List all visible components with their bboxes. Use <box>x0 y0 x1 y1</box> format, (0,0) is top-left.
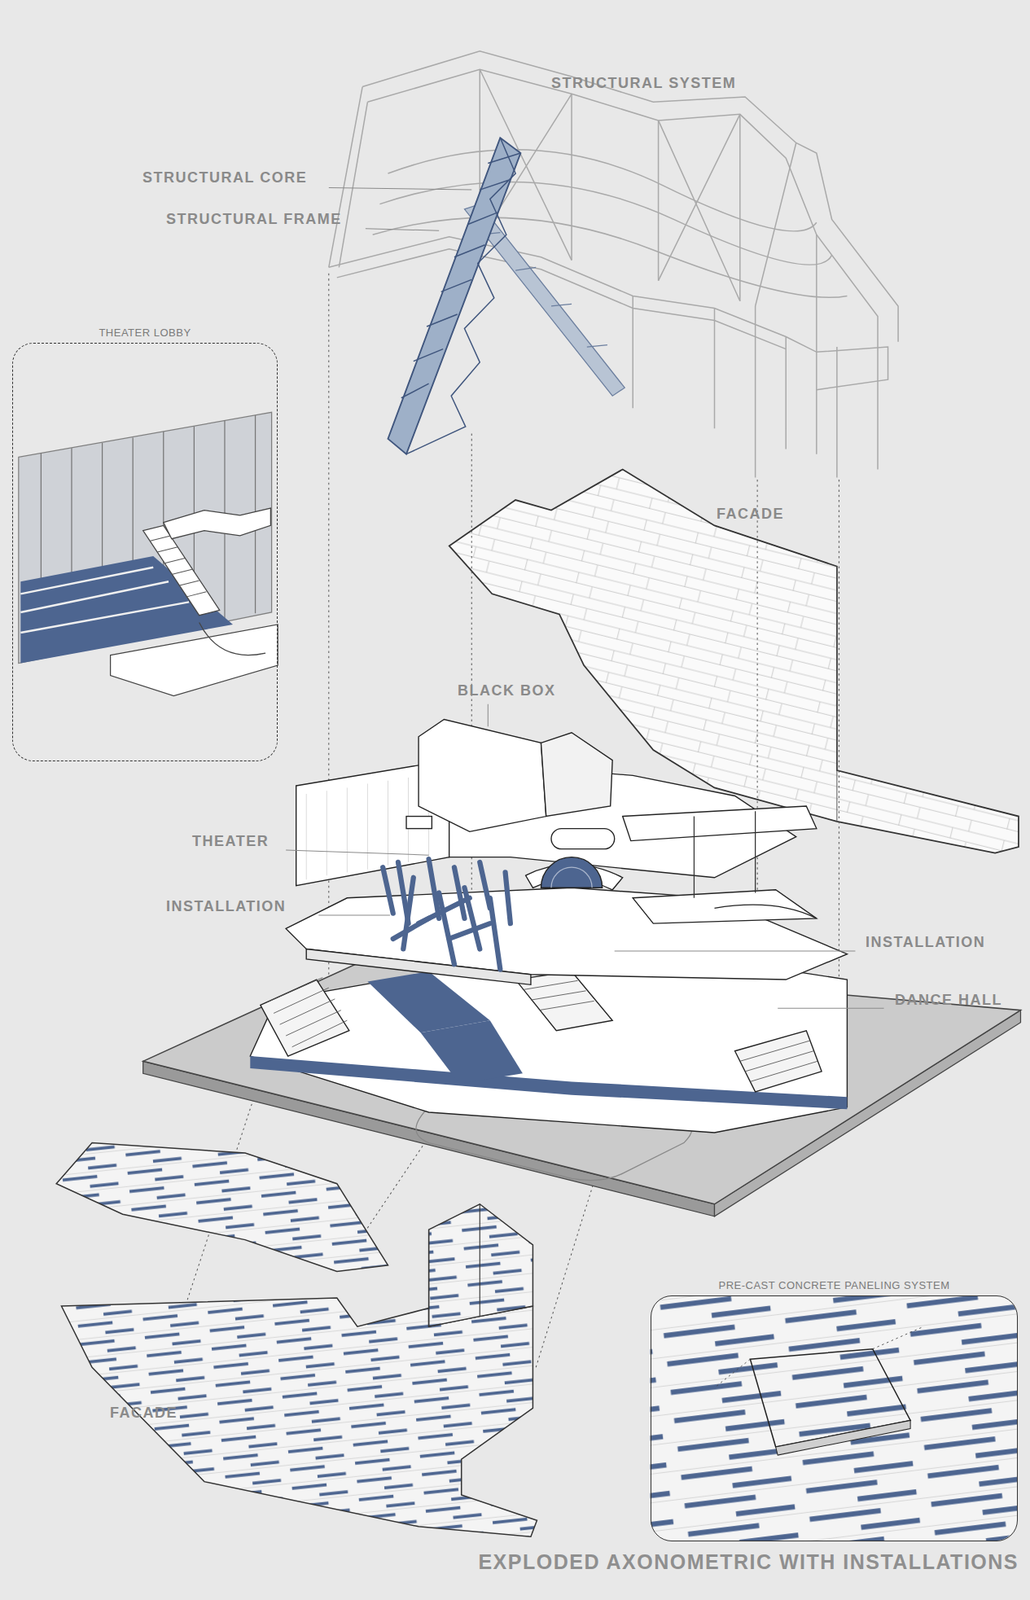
structural-core <box>387 137 521 454</box>
building-mass-part <box>551 828 615 850</box>
part-label: FACADE <box>716 505 785 523</box>
part-label: STRUCTURAL FRAME <box>166 210 342 228</box>
installation-bars-part <box>393 918 430 939</box>
theater-lobby-illustration <box>18 412 278 696</box>
building-mass-part <box>551 867 592 888</box>
part-label: THEATER <box>192 832 269 851</box>
structural-frame <box>328 51 899 478</box>
lower-facade-part <box>61 1297 537 1537</box>
installation-bars-part <box>449 923 491 939</box>
building-mass-part <box>693 810 755 899</box>
inset-border <box>12 342 278 762</box>
building-mass-part <box>740 1040 818 1082</box>
precast-panel-illustration-part <box>714 1326 924 1388</box>
theater-lobby-illustration-part <box>149 535 206 597</box>
guide-line-part <box>328 273 329 1006</box>
installation-bars-part <box>438 893 455 965</box>
part-label: STRUCTURAL CORE <box>142 169 307 187</box>
installation-bars-part <box>429 859 440 919</box>
lower-facade <box>56 1143 537 1538</box>
theater-lobby-illustration-part <box>20 567 189 633</box>
structural-frame-part <box>714 307 786 449</box>
theater-lobby-illustration-part <box>143 525 220 615</box>
part-label: STRUCTURAL SYSTEM <box>551 74 737 93</box>
lower-facade-part <box>56 1143 388 1272</box>
installation-bars-part <box>490 898 501 970</box>
installation-bars-part <box>403 877 414 950</box>
precast-panel-illustration-part <box>775 1420 911 1456</box>
theater-lobby-illustration-part <box>199 622 266 655</box>
building-mass-part <box>249 959 847 1133</box>
upper-facade-part <box>836 566 838 822</box>
installation-bars <box>382 859 511 969</box>
inset-heading: THEATER LOBBY <box>12 326 278 340</box>
structural-core-part <box>401 137 522 454</box>
leader-line-part <box>285 850 429 855</box>
structural-frame-part <box>479 69 878 478</box>
precast-panel-illustration <box>650 1296 1018 1542</box>
part-label: INSTALLATION <box>865 933 986 952</box>
theater-lobby-illustration-part <box>18 412 272 663</box>
building-mass <box>249 718 847 1133</box>
leader-line <box>285 188 884 1009</box>
building-mass-part <box>540 857 602 889</box>
building-mass-part <box>735 1030 823 1092</box>
structural-frame-part <box>372 217 848 298</box>
theater-lobby-illustration-part <box>110 624 279 697</box>
building-mass-part <box>367 971 490 1033</box>
structural-frame-part <box>337 249 786 350</box>
installation-bars-part <box>382 867 394 913</box>
building-mass-part <box>540 732 613 817</box>
part-label: DANCE HALL <box>894 991 1003 1009</box>
precast-panel-illustration-part <box>650 1296 1018 1542</box>
leader-line-part <box>777 1008 884 1009</box>
structural-frame-part <box>328 87 369 268</box>
part-label: INSTALLATION <box>166 898 286 916</box>
leader-line-part <box>365 228 439 232</box>
guide-line-part <box>471 433 473 965</box>
inset-border <box>650 1295 1018 1542</box>
lower-facade-part <box>429 1204 481 1327</box>
lower-facade-part <box>429 1204 534 1327</box>
inset-heading: PRE-CAST CONCRETE PANELING SYSTEM <box>650 1279 1018 1293</box>
leader-line-part <box>614 950 856 952</box>
building-mass-part <box>418 718 547 832</box>
part-label: FACADE <box>109 1404 178 1422</box>
inset-panel: PRE-CAST CONCRETE PANELING SYSTEM <box>650 1279 1018 1542</box>
part-label: BLACK BOX <box>457 682 557 700</box>
installation-bars-part <box>454 867 465 919</box>
building-mass-part <box>522 980 595 1010</box>
building-mass-part <box>260 979 350 1057</box>
diagram-title: EXPLODED AXONOMETRIC WITH INSTALLATIONS <box>477 1550 1019 1574</box>
theater-lobby-illustration-part <box>163 508 272 540</box>
building-mass-part <box>420 1020 523 1084</box>
inset-panel: THEATER LOBBY <box>12 326 278 762</box>
structural-core-part <box>387 137 521 454</box>
structural-frame-part <box>379 181 832 265</box>
building-mass-part <box>714 904 816 919</box>
structural-frame-leg-part <box>479 232 608 347</box>
leader-line-part <box>328 188 472 191</box>
leader-line-part <box>318 915 391 917</box>
building-mass-part <box>622 806 817 842</box>
guide-line-part <box>838 479 840 1031</box>
installation-bars-part <box>505 872 511 924</box>
leader-line-part <box>487 704 489 728</box>
building-mass-part <box>267 977 348 1048</box>
building-mass-part <box>406 816 432 829</box>
building-mass-part <box>632 889 817 924</box>
